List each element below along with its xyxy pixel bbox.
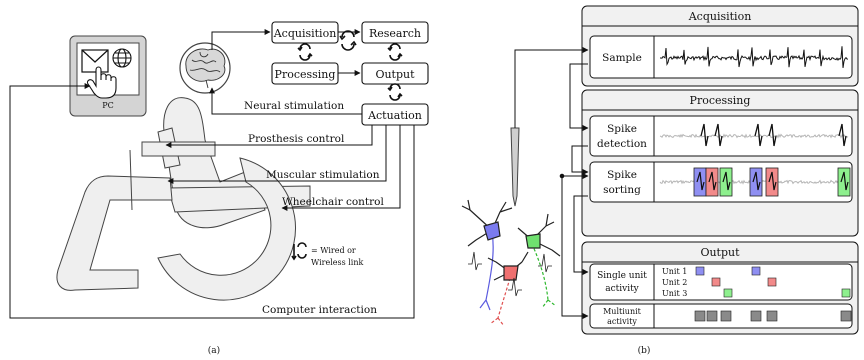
svg-text:activity: activity [605,284,639,294]
wheel-icon [157,157,296,301]
flow-arrows [209,29,362,115]
svg-text:Actuation: Actuation [367,109,422,122]
wired-wireless-link-icon [291,242,307,261]
multiunit-spike-marker [706,310,718,322]
svg-text:Acquisition: Acquisition [688,10,752,23]
wheelchair-user-icon [56,97,311,291]
sorted-spike-box [705,167,719,197]
unit-spike-marker [723,288,733,298]
row-single-unit-activity: Single unit activity Unit 1 Unit 2 Unit … [589,263,853,301]
detected-spike [754,123,763,147]
detected-spike [768,123,777,147]
multiunit-spike-marker [750,310,762,322]
label-neural-stimulation: Neural stimulation [244,100,344,112]
sorted-spike-box [837,167,851,197]
pc-label: PC [102,101,114,110]
svg-text:Acquisition: Acquisition [273,27,337,40]
control-lines [9,83,415,319]
svg-text:sorting: sorting [603,184,641,196]
legend: = Wired or Wireless link [291,242,364,267]
sorted-spike [696,171,705,191]
globe-icon [112,48,132,68]
svg-text:Output: Output [375,68,415,81]
row-multiunit-activity: Multiunit activity [589,303,853,329]
hand-pointer-icon [86,66,117,99]
panel-b: Acquisition Processing Output Sample Spi… [461,5,859,356]
wired-wireless-link-icon [387,43,403,61]
unit-spike-marker [751,266,761,276]
legend-line-2: Wireless link [311,258,364,267]
electrode-icon [510,127,520,207]
unit-2-label: Unit 2 [662,278,687,287]
multiunit-spike-marker [694,310,706,322]
label-prosthesis-control: Prosthesis control [248,133,345,145]
label-computer-interaction: Computer interaction [262,304,377,316]
multiunit-spike-marker [840,310,852,322]
label-muscular-stimulation: Muscular stimulation [266,169,380,181]
svg-text:Sample: Sample [602,52,642,64]
sorted-spike-box [749,167,763,197]
panel-a: PC Acquisition Research [9,21,429,356]
multiunit-spike-marker [766,310,778,322]
row-spike-sorting: Spike sorting [589,161,853,203]
wired-wireless-link-icon [297,43,313,61]
caption-b: (b) [638,345,651,356]
block-processing: Processing [271,62,339,85]
sorted-spike [768,171,777,191]
svg-text:detection: detection [597,138,647,150]
svg-text:Multiunit: Multiunit [603,307,642,316]
unit-spike-marker [695,266,705,276]
detected-spike [714,123,723,147]
sorted-spike [722,171,731,191]
block-output: Output [361,62,429,85]
legend-line-1: = Wired or [311,246,356,255]
svg-text:activity: activity [607,317,637,326]
multiunit-spike-marker [720,310,732,322]
detected-signal-trace [659,133,849,139]
unit-spike-marker [711,277,721,287]
sorted-spike [752,171,761,191]
block-actuation: Actuation [361,103,429,126]
block-research: Research [361,21,429,44]
svg-text:Single unit: Single unit [597,271,647,281]
svg-text:Processing: Processing [690,94,751,107]
caption-a: (a) [208,345,220,356]
sorted-spike-box [765,167,779,197]
wired-wireless-link-icon [387,83,403,101]
block-acquisition: Acquisition [271,21,339,44]
unit-spike-marker [767,277,777,287]
sorted-spike [840,171,849,191]
label-wheelchair-control: Wheelchair control [282,196,384,208]
unit-spike-marker [841,288,851,298]
svg-text:Spike: Spike [607,123,637,135]
envelope-icon [81,49,109,73]
unit-3-label: Unit 3 [662,289,687,298]
detected-spike [700,123,709,147]
svg-text:Research: Research [369,27,421,40]
link-symbols [297,30,403,101]
svg-text:Processing: Processing [275,68,336,81]
pc-device[interactable]: PC [69,35,147,117]
row-sample: Sample [589,35,853,79]
svg-text:Spike: Spike [607,169,637,181]
panel-b-connectors [514,47,589,319]
neurons-icon [461,199,561,327]
detected-spike [838,123,847,147]
brain-icon [185,48,226,89]
wired-wireless-link-icon [339,30,357,51]
sorted-spike [708,171,717,191]
row-spike-detection: Spike detection [589,115,853,157]
unit-1-label: Unit 1 [662,267,687,276]
svg-text:Output: Output [700,246,740,259]
raw-signal-trace [660,46,849,68]
sorted-spike-box [719,167,733,197]
